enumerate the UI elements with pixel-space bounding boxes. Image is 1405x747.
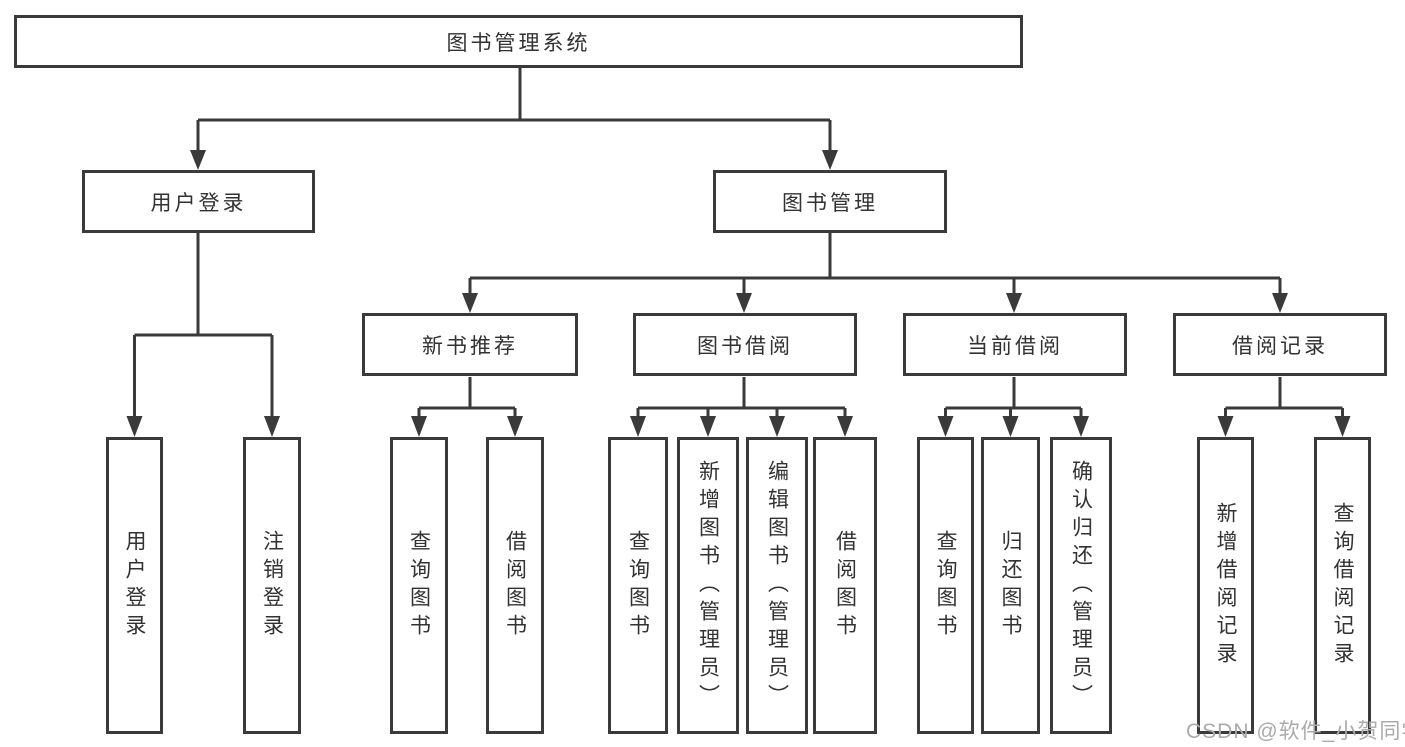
node-user-login: 用户登录: [82, 170, 315, 233]
node-library-management-system: 图书管理系统: [14, 15, 1023, 68]
node-leaf-bb-edit-books-admin: 编辑图书（管理员）: [746, 437, 808, 734]
node-leaf-logout: 注销登录: [243, 437, 301, 734]
node-book-management: 图书管理: [713, 170, 947, 233]
node-leaf-nbr-borrow-books: 借阅图书: [486, 437, 544, 734]
csdn-watermark: CSDN @软件_小贺同学: [1186, 720, 1405, 743]
node-leaf-nbr-query-books: 查询图书: [390, 437, 448, 734]
node-leaf-bb-borrow-books: 借阅图书: [813, 437, 877, 734]
node-leaf-br-add-record: 新增借阅记录: [1197, 437, 1254, 734]
node-book-borrowing: 图书借阅: [633, 313, 857, 376]
node-borrowing-records: 借阅记录: [1173, 313, 1387, 376]
node-leaf-bb-add-books-admin: 新增图书（管理员）: [677, 437, 739, 734]
node-leaf-cb-confirm-return-admin: 确认归还（管理员）: [1050, 437, 1112, 734]
node-leaf-user-login: 用户登录: [106, 437, 163, 734]
node-current-borrowing: 当前借阅: [903, 313, 1127, 376]
node-leaf-cb-query-books: 查询图书: [917, 437, 974, 734]
node-leaf-br-query-record: 查询借阅记录: [1314, 437, 1371, 734]
node-leaf-bb-query-books: 查询图书: [608, 437, 668, 734]
node-new-book-recommendation: 新书推荐: [362, 313, 578, 376]
node-leaf-cb-return-books: 归还图书: [981, 437, 1040, 734]
